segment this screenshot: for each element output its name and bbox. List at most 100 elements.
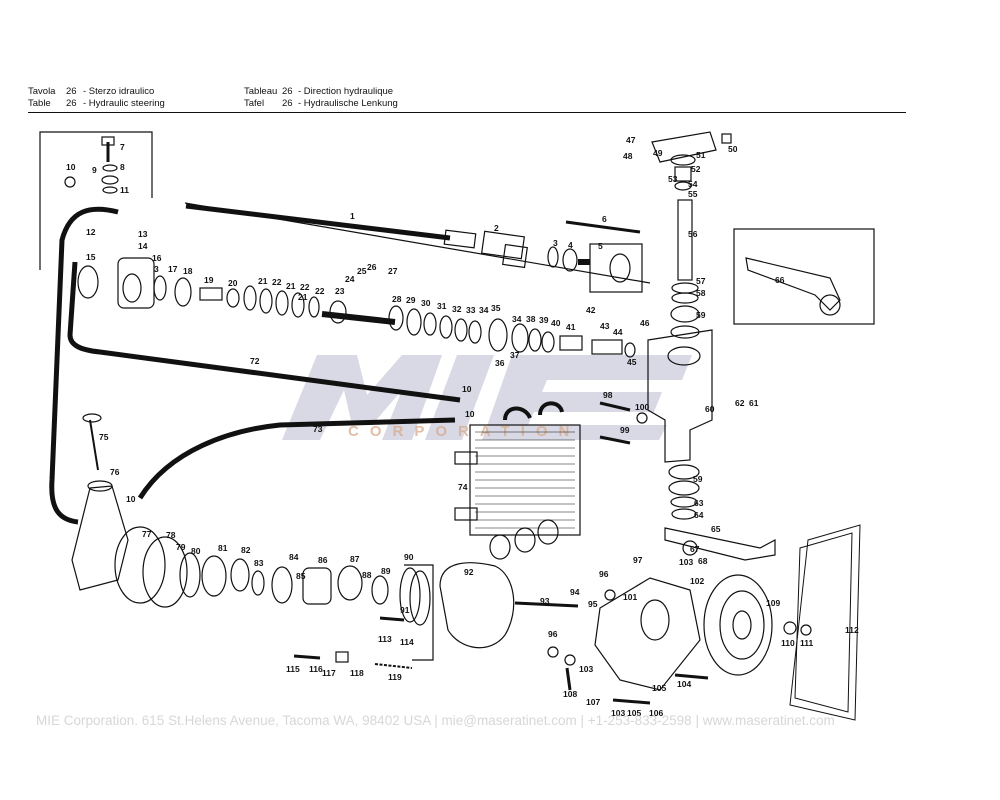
part-label-65: 65: [711, 524, 721, 534]
part-label-108: 108: [563, 689, 577, 699]
part-label-64: 64: [694, 510, 704, 520]
part-label-3: 3: [553, 238, 558, 248]
hose-72: [67, 261, 461, 403]
part-label-17: 17: [168, 264, 178, 274]
pitman-arm: [664, 527, 776, 561]
part-label-9: 9: [92, 165, 97, 175]
part-label-12: 12: [86, 227, 96, 237]
rod-end: [443, 229, 477, 249]
part-label-32: 32: [452, 304, 462, 314]
part-label-62: 62: [735, 398, 745, 408]
part-label-54: 54: [688, 179, 698, 189]
part-label-113: 113: [378, 634, 392, 644]
part-label-90: 90: [404, 552, 414, 562]
pulley: [703, 574, 773, 676]
header-rule: [28, 112, 906, 113]
coupling: [480, 230, 526, 260]
part-label-26: 26: [367, 262, 377, 272]
header-en-num: 26: [66, 98, 77, 109]
part-label-2: 2: [494, 223, 499, 233]
part-label-22: 22: [272, 277, 282, 287]
part-label-104: 104: [677, 679, 691, 689]
part-label-76: 76: [110, 467, 120, 477]
part-label-28: 28: [392, 294, 402, 304]
part-label-79: 79: [176, 542, 186, 552]
header-fr-title: - Direction hydraulique: [298, 86, 394, 97]
header-it-label: Tavola: [28, 86, 56, 97]
part-label-25: 25: [357, 266, 367, 276]
part-label-39: 39: [539, 315, 549, 325]
part-label-19: 19: [204, 275, 214, 285]
part-label-59: 59: [696, 310, 706, 320]
header-fr-num: 26: [282, 86, 293, 97]
header-it-num: 26: [66, 86, 77, 97]
footer-contact: MIE Corporation. 615 St.Helens Avenue, T…: [36, 713, 835, 728]
part-label-97: 97: [633, 555, 643, 565]
part-label-103: 103: [579, 664, 593, 674]
part-label-84: 84: [289, 552, 299, 562]
part-label-67: 67: [690, 544, 700, 554]
hose-73: [137, 417, 456, 500]
part-label-58: 58: [696, 288, 706, 298]
pump-bracket: [594, 577, 701, 691]
part-label-102: 102: [690, 576, 704, 586]
part-label-103: 103: [611, 708, 625, 718]
part-label-101: 101: [623, 592, 637, 602]
part-label-10: 10: [462, 384, 472, 394]
part-label-106: 106: [649, 708, 663, 718]
part-label-36: 36: [495, 358, 505, 368]
left-frame: [39, 131, 153, 270]
hose-12: [49, 206, 119, 525]
drive-belt: [789, 524, 861, 721]
reservoir: [71, 485, 129, 591]
part-label-20: 20: [228, 278, 238, 288]
part-label-66: 66: [775, 275, 785, 285]
part-label-31: 31: [437, 301, 447, 311]
part-label-42: 42: [586, 305, 596, 315]
part-label-23: 23: [335, 286, 345, 296]
part-label-56: 56: [688, 229, 698, 239]
part-label-37: 37: [510, 350, 520, 360]
part-label-80: 80: [191, 546, 201, 556]
part-label-72: 72: [250, 356, 260, 366]
part-label-105: 105: [627, 708, 641, 718]
part-label-85: 85: [296, 571, 306, 581]
part-label-8: 8: [120, 162, 125, 172]
oil-cooler: [469, 424, 581, 536]
part-label-10: 10: [465, 409, 475, 419]
part-label-88: 88: [362, 570, 372, 580]
part-label-78: 78: [166, 530, 176, 540]
part-label-11: 11: [120, 185, 129, 195]
part-label-5: 5: [598, 241, 603, 251]
part-label-35: 35: [491, 303, 501, 313]
part-label-4: 4: [568, 240, 573, 250]
part-label-103: 103: [679, 557, 693, 567]
part-label-43: 43: [600, 321, 610, 331]
part-label-59: 59: [693, 474, 703, 484]
part-label-112: 112: [845, 625, 859, 635]
part-label-89: 89: [381, 566, 391, 576]
part-label-55: 55: [688, 189, 698, 199]
part-label-111: 111: [800, 638, 814, 648]
part-label-115: 115: [286, 664, 300, 674]
part-label-34: 34: [512, 314, 522, 324]
part-label-74: 74: [458, 482, 468, 492]
part-label-82: 82: [241, 545, 251, 555]
part-label-22: 22: [315, 286, 325, 296]
part-label-87: 87: [350, 554, 360, 564]
part-label-14: 14: [138, 241, 148, 251]
part-label-118: 118: [350, 668, 364, 678]
part-label-30: 30: [421, 298, 431, 308]
steering-box: [647, 329, 713, 463]
part-label-21: 21: [298, 292, 308, 302]
part-label-48: 48: [623, 151, 633, 161]
part-label-119: 119: [388, 672, 402, 682]
part-label-77: 77: [142, 529, 152, 539]
part-label-60: 60: [705, 404, 715, 414]
part-label-100: 100: [635, 402, 649, 412]
part-label-57: 57: [696, 276, 706, 286]
watermark-corporation: CORPORATION: [348, 423, 581, 440]
part-label-53: 53: [668, 174, 678, 184]
header-fr-label: Tableau: [244, 86, 278, 97]
inset-box: [733, 228, 875, 325]
